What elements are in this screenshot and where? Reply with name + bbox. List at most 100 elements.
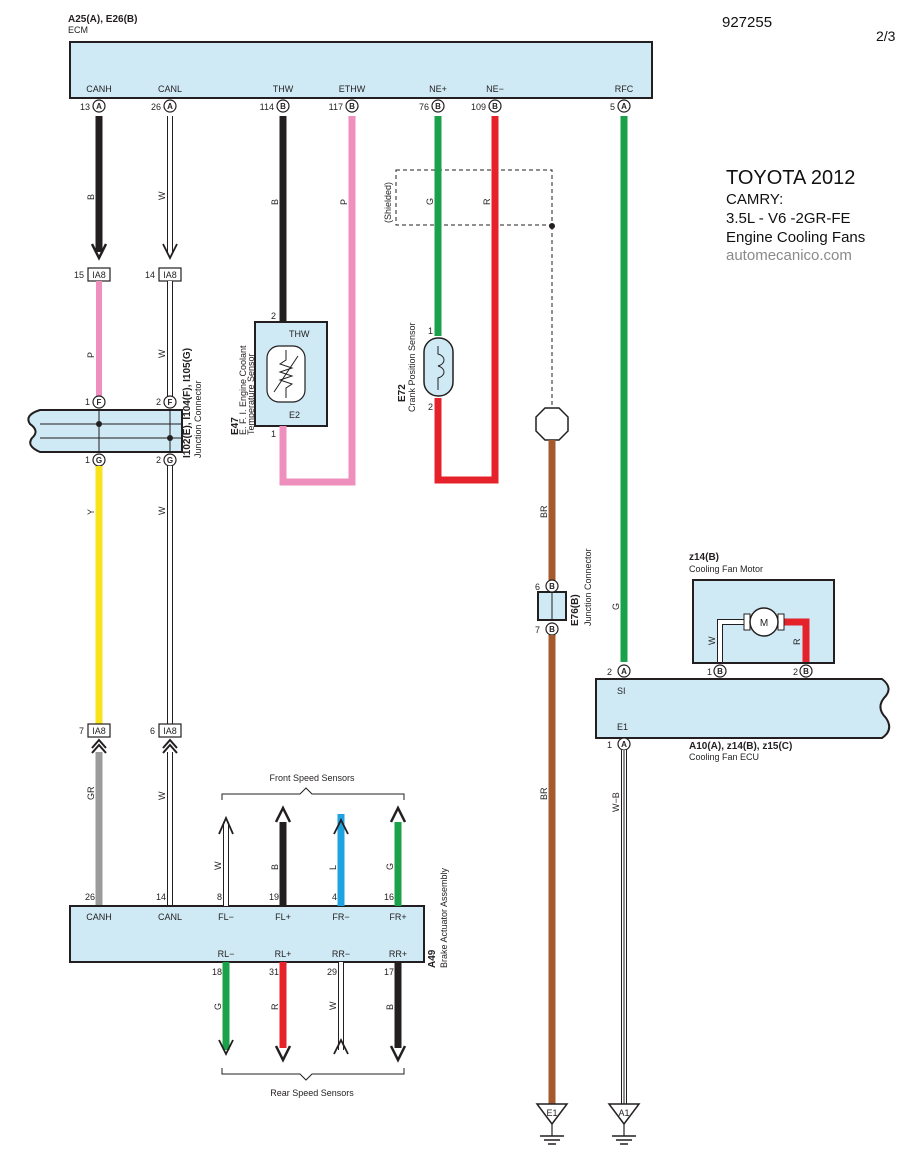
ecm-pin-label: CANH — [86, 84, 112, 94]
junction-pin-g2-conn: G — [167, 456, 173, 465]
motor-icon — [749, 607, 779, 637]
brake-name: Brake Actuator Assembly — [439, 867, 449, 968]
ecm-pin-connector: B — [280, 102, 286, 111]
splice-dot-2 — [167, 435, 173, 441]
brand-site: automecanico.com — [726, 247, 852, 265]
motor-brush-left-icon — [743, 613, 751, 631]
fan-motor-wire-w: W — [707, 636, 717, 645]
brake-bottom-pin-number: 29 — [327, 967, 337, 977]
junction-pin-f2 — [163, 395, 177, 409]
fan-motor-wire-r: R — [792, 638, 802, 645]
brake-top-pin-label: FL− — [218, 912, 234, 922]
ecm-pin-terminal — [92, 99, 106, 113]
brake-top-pin-number: 19 — [269, 892, 279, 902]
junction-pin-f2-num: 2 — [156, 397, 161, 407]
wire-label-canh-lower: Y — [86, 509, 96, 515]
wire-label-canl-bottom: W — [157, 791, 167, 800]
ecm-pin-connector: A — [621, 102, 627, 111]
ecm-pin-number: 109 — [471, 102, 486, 112]
ia8-pin-7: 7 — [79, 726, 84, 736]
coolant-pin-top: 2 — [271, 311, 276, 321]
brake-top-pin-label: FL+ — [275, 912, 291, 922]
fan-motor-pin-1 — [713, 664, 727, 678]
ia8-label-4: IA8 — [163, 726, 177, 736]
coolant-sensor-ref: E47 — [230, 417, 241, 435]
ia8-chevron-icon-1 — [91, 738, 107, 749]
brake-top-pin-label: CANL — [158, 912, 182, 922]
motor-brush-right-icon — [777, 613, 785, 631]
crank-pin-top: 1 — [428, 326, 433, 336]
wire-label-canh-bottom: GR — [86, 786, 96, 800]
brake-top-pin-number: 4 — [332, 892, 337, 902]
fan-ecu-box — [595, 678, 891, 739]
fan-motor-pin-1-conn: B — [717, 667, 723, 676]
wire-label-fr-minus: L — [328, 865, 338, 870]
ecm-pin-terminal — [276, 99, 290, 113]
fan-ecu-name: Cooling Fan ECU — [689, 752, 759, 762]
junction-pin-g1-conn: G — [96, 456, 102, 465]
brand-engine: 3.5L - V6 -2GR-FE — [726, 209, 851, 227]
brake-bottom-pin-label: RR+ — [389, 949, 407, 959]
junction-pin-g1-num: 1 — [85, 455, 90, 465]
wire-label-fr-plus: G — [385, 863, 395, 870]
fan-ecu-pin-si — [617, 664, 631, 678]
shield-outline — [395, 169, 553, 226]
ecm-pin-connector: B — [349, 102, 355, 111]
fan-ecu-si-label: SI — [617, 686, 626, 696]
ecm-pin-label: THW — [273, 84, 294, 94]
fl-plus-arrow-icon — [274, 805, 292, 823]
ecm-pin-connector: A — [96, 102, 102, 111]
fan-ecu-ref: A10(A), z14(B), z15(C) — [689, 741, 792, 752]
brake-bottom-pin-label: RL− — [218, 949, 235, 959]
crank-pin-bottom: 2 — [428, 402, 433, 412]
brand-title: TOYOTA 2012 — [726, 167, 856, 189]
ia8-label-2: IA8 — [163, 270, 177, 280]
junction-name: Junction Connector — [193, 380, 203, 458]
brake-bottom-pin-number: 31 — [269, 967, 279, 977]
ecm-pin-label: NE+ — [429, 84, 447, 94]
fan-motor-pin-2 — [799, 664, 813, 678]
rr-minus-arrow-icon — [333, 1037, 349, 1055]
e76-pin-6-conn: B — [549, 582, 555, 591]
ecm-pin-number: 13 — [80, 102, 90, 112]
wire-label-canh-top: B — [86, 194, 96, 200]
e76-pin-6 — [545, 579, 559, 593]
fan-ecu-e1-num: 1 — [607, 740, 612, 750]
fan-motor-pin-2-num: 2 — [793, 667, 798, 677]
thermistor-slash-icon — [273, 355, 299, 393]
fan-motor-pin-1-num: 1 — [707, 667, 712, 677]
wire-label-canl-mid: W — [157, 349, 167, 358]
wire-ne-minus-red — [434, 116, 499, 484]
ecm-pin-label: NE− — [486, 84, 504, 94]
coolant-sensor-name-2: Temperature Sensor — [246, 353, 256, 435]
brake-bottom-pin-label: RR− — [332, 949, 350, 959]
ia8-chevron-icon-4 — [162, 743, 178, 754]
coolant-pin-bottom: 1 — [271, 429, 276, 439]
ecm-pin-connector: B — [492, 102, 498, 111]
shield-connector-icon — [535, 407, 569, 441]
wire-label-ne-plus: G — [425, 198, 435, 205]
ground-e1-label: E1 — [546, 1108, 557, 1118]
brake-bottom-pin-number: 18 — [212, 967, 222, 977]
wire-motor-r — [780, 618, 810, 662]
wire-label-rl-minus: G — [213, 1003, 223, 1010]
front-sensors-label: Front Speed Sensors — [269, 773, 355, 783]
wire-label-rr-plus: B — [385, 1004, 395, 1010]
brake-top-pin-label: FR+ — [389, 912, 406, 922]
coolant-sensor-name-1: E. F. I. Engine Coolant — [238, 345, 248, 435]
ground-e1: E1 — [535, 1103, 569, 1145]
wire-label-wb: W−B — [611, 792, 621, 812]
ecm-pin-terminal — [488, 99, 502, 113]
ecm-pin-terminal — [345, 99, 359, 113]
wire-label-br-upper: BR — [539, 505, 549, 518]
ecm-pin-number: 5 — [610, 102, 615, 112]
ecm-pin-connector: B — [435, 102, 441, 111]
ecm-pin-label: ETHW — [339, 84, 366, 94]
ecm-pin-terminal — [431, 99, 445, 113]
e76-pin-7-num: 7 — [535, 625, 540, 635]
fan-motor-ref: z14(B) — [689, 552, 719, 563]
wire-ethw-pink — [279, 116, 356, 486]
ecm-pin-number: 76 — [419, 102, 429, 112]
wire-motor-w — [718, 620, 747, 662]
